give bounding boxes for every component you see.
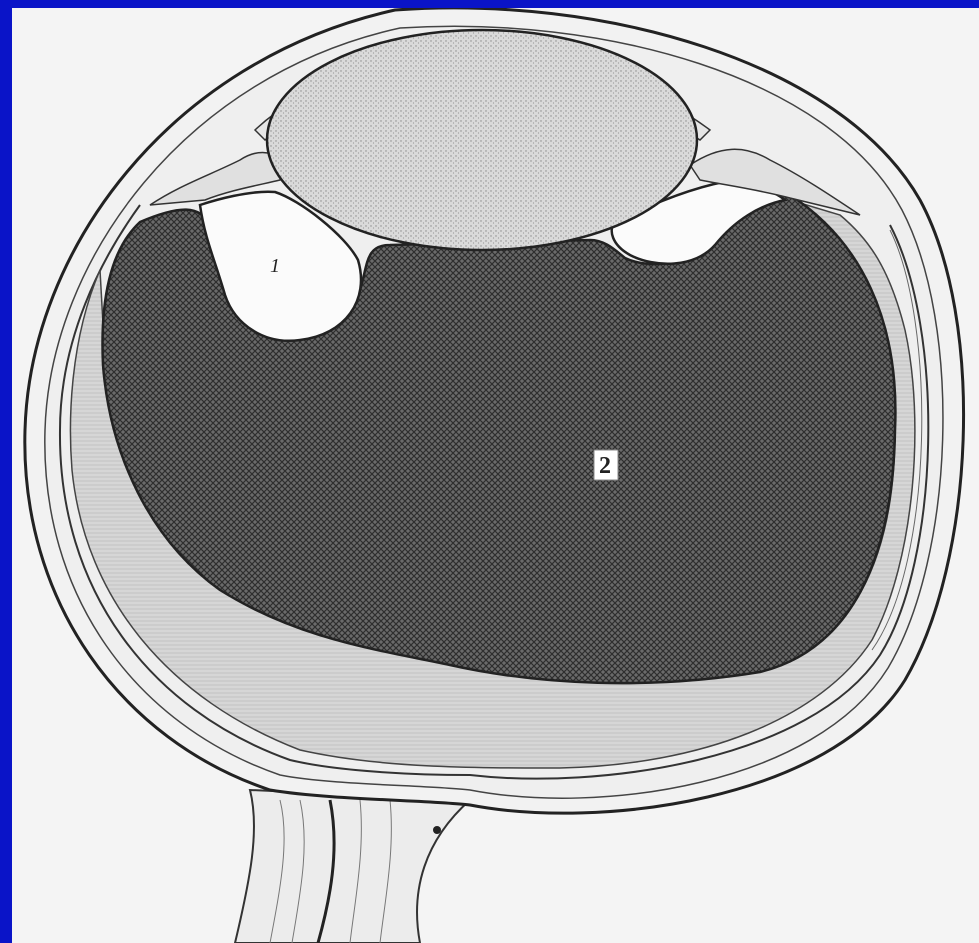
eye-cross-section-illustration: 1 2 [12, 8, 979, 943]
label-2: 2 [599, 453, 611, 479]
figure-canvas: 1 2 [12, 8, 979, 943]
label-2-box: 2 [594, 450, 618, 480]
optic-nerve [235, 790, 470, 943]
label-1: 1 [270, 255, 280, 277]
lens [267, 30, 697, 250]
